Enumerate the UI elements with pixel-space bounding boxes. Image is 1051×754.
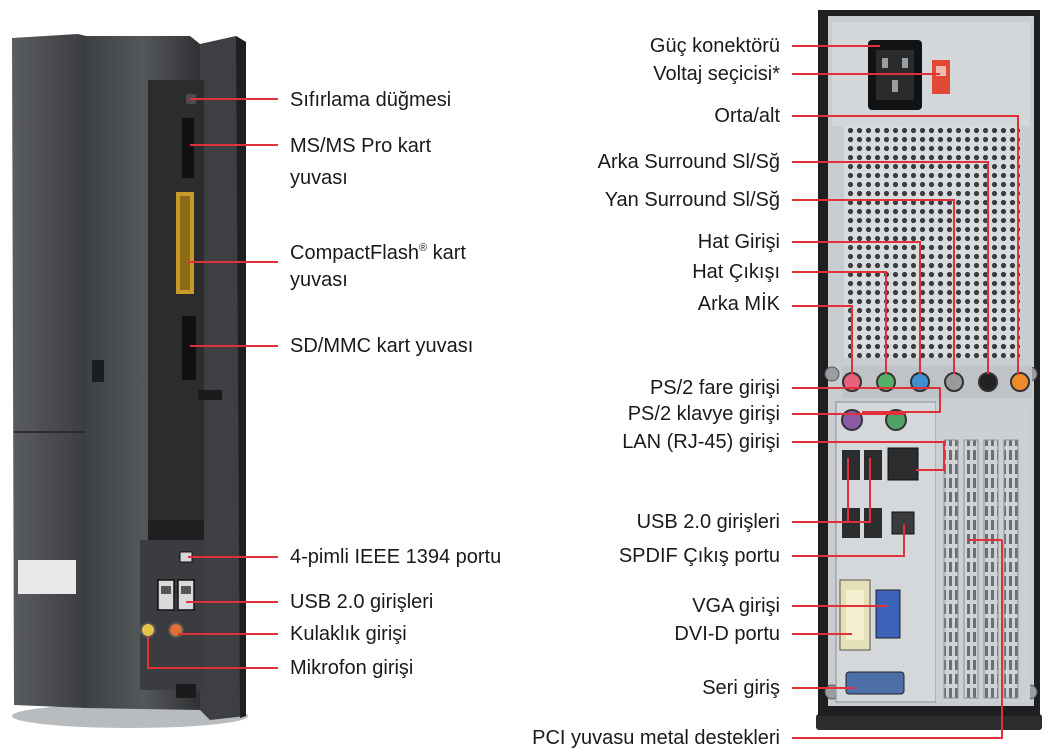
label-voltage-selector: Voltaj seçicisi* [653,63,780,85]
leader-spdif [792,524,905,557]
label-ms-slot-line2: yuvası [290,167,348,189]
leader-rear-mic [792,305,853,374]
front-tower-door [200,36,246,720]
sd-card-slot-shape [182,316,196,380]
leader-microphone [147,636,278,669]
leader-lines [147,45,1019,739]
usb-port-top-a [842,450,860,480]
leader-pci-brackets [792,539,1003,739]
label-usb-rear: USB 2.0 girişleri [636,511,780,533]
vga-port-shape [875,589,901,639]
center-sub-jack-shape [1010,372,1030,392]
label-side-surround: Yan Surround Sl/Sğ [604,189,780,211]
front-tower [12,34,248,728]
label-ms-slot-line1: MS/MS Pro kart [290,135,432,157]
rear-tower [816,10,1042,730]
label-spdif: SPDIF Çıkış portu [618,545,780,567]
label-ps2-mouse: PS/2 fare girişi [649,377,780,399]
rear-tower-base [816,714,1042,730]
label-sd-slot: SD/MMC kart yuvası [290,335,474,357]
label-cf-slot-suffix: kart [432,242,466,264]
leader-center-sub [792,115,1019,374]
pci-bracket-3 [983,439,999,699]
leader-rear-surround [792,161,989,374]
front-port-panel [140,540,204,690]
label-rear-mic: Arka MİK [697,293,780,315]
label-front-usb: USB 2.0 girişleri [290,591,434,613]
label-cf-slot-line1: CompactFlash® kart [290,236,466,265]
label-dvi: DVI-D portu [674,623,780,645]
label-power-connector: Güç konektörü [649,35,780,57]
ms-card-slot-shape [182,118,194,178]
pci-bracket-1 [943,439,959,699]
audio-jack-bar [842,366,1032,398]
label-pci-brackets: PCI yuvasu metal destekleri [532,727,780,749]
registered-mark: ® [418,242,428,254]
label-rear-surround: Arka Surround Sl/Sğ [597,151,780,173]
pci-bracket-2 [963,439,979,699]
label-line-in: Hat Girişi [697,231,780,253]
label-headphone: Kulaklık girişi [290,623,407,645]
label-ps2-keyboard: PS/2 klavye girişi [627,403,780,425]
card-reader-bay [148,80,204,530]
label-reset-button: Sıfırlama düğmesi [290,89,452,111]
pci-bracket-4 [1003,439,1019,699]
label-line-out: Hat Çıkışı [692,261,780,283]
front-tower-base [12,704,248,728]
usb-port-bot-b [864,508,882,538]
serial-port-shape [845,671,905,695]
leader-ps2-mouse [792,387,941,413]
voltage-selector-shape [932,60,950,94]
usb-port-top-b [864,450,882,480]
io-shield [835,401,937,703]
front-tower-sticker [18,560,76,594]
label-center-sub: Orta/alt [714,105,780,127]
label-vga: VGA girişi [692,595,780,617]
label-cf-slot-prefix: CompactFlash [290,242,419,264]
front-mic-jack [140,622,156,638]
leader-lan [792,441,945,471]
label-ieee1394: 4-pimli IEEE 1394 portu [290,546,502,568]
label-serial: Seri giriş [702,677,780,699]
front-usb-port-b [177,579,195,611]
label-microphone: Mikrofon girişi [290,657,414,679]
leader-usb-rear [792,458,871,523]
leader-line-in [792,241,921,374]
leader-line-out [792,271,887,374]
side-surround-jack-shape [944,372,964,392]
leader-side-surround [792,199,955,374]
lan-port-shape [887,447,919,481]
rear-surround-jack-shape [978,372,998,392]
label-cf-slot-line2: yuvası [290,269,348,291]
front-tower-side-panel [12,34,86,708]
front-usb-port-a [157,579,175,611]
label-lan: LAN (RJ-45) girişi [622,431,780,453]
